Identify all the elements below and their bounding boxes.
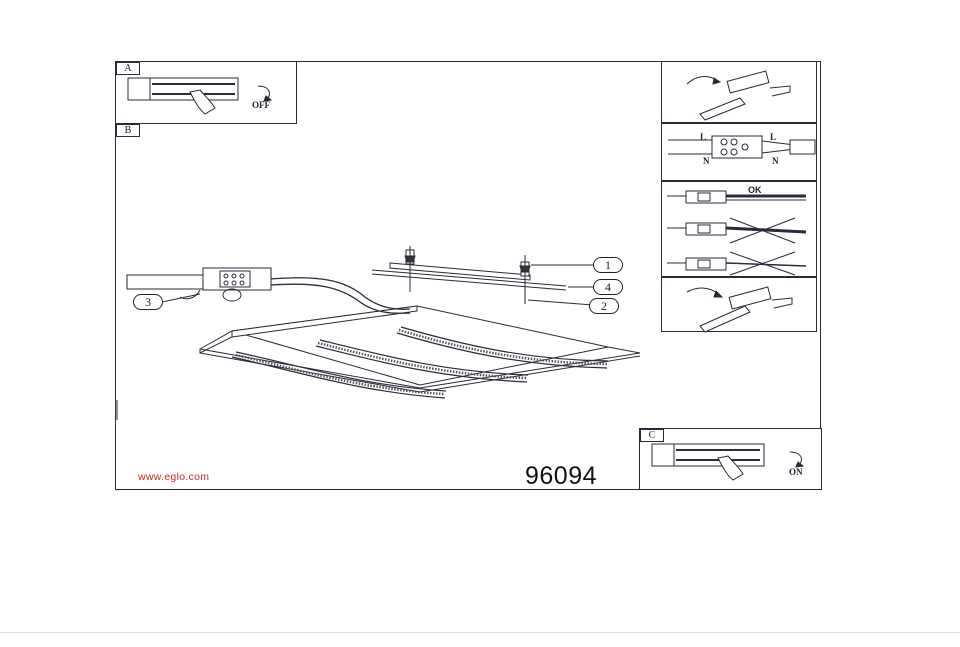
mounting-bracket xyxy=(371,262,567,291)
terminal-block-b xyxy=(126,267,272,302)
screw-left xyxy=(404,246,416,292)
callout-4: 4 xyxy=(593,279,623,295)
wire-neutral-label-right: N xyxy=(772,156,779,166)
lamp-body-drawing xyxy=(199,305,641,393)
screw-right xyxy=(519,255,531,304)
main-frame xyxy=(115,61,821,490)
wire-neutral-label-left: N xyxy=(703,156,710,166)
callout-2: 2 xyxy=(589,298,619,314)
model-number: 96094 xyxy=(525,462,598,490)
off-label: OFF xyxy=(252,100,270,110)
led-arc-2 xyxy=(315,339,529,383)
wire-line-label-left: L xyxy=(700,132,707,142)
page-edge xyxy=(0,632,960,633)
website-url: www.eglo.com xyxy=(138,471,210,483)
wire-line-label-right: L xyxy=(770,132,777,142)
wiring-ok-label: OK xyxy=(748,185,762,195)
callout-1: 1 xyxy=(593,257,623,273)
section-a-tag: A xyxy=(116,62,140,75)
callout-3: 3 xyxy=(133,294,163,310)
wiring-step-1 xyxy=(661,61,817,123)
section-c-tag: C xyxy=(640,429,664,442)
section-b-tag: B xyxy=(116,124,140,137)
on-label: ON xyxy=(789,467,803,477)
led-arc-3 xyxy=(396,326,609,369)
led-arc-1 xyxy=(231,351,447,399)
